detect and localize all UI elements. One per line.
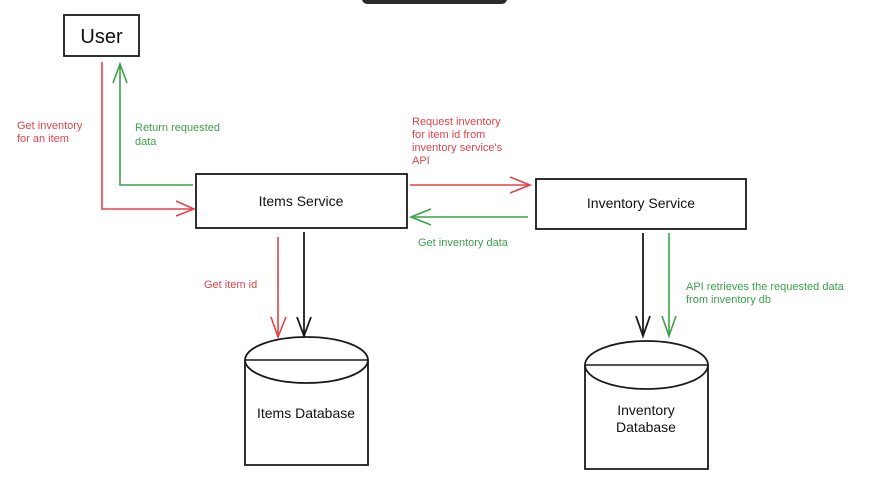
- items-service-box: [195, 173, 408, 229]
- node-inventory-database[interactable]: Inventory Database: [584, 340, 709, 470]
- edge-label-line: Get inventory: [17, 120, 83, 132]
- edge-user-to-items-service: Get inventory for an item: [17, 62, 197, 217]
- edge-items-to-inventory-service: Request inventory for item id from inven…: [410, 116, 533, 194]
- arrowhead-icon: [296, 316, 312, 339]
- toolbar-edge: [362, 0, 507, 4]
- inventory-database-label-line2: Database: [616, 419, 676, 435]
- arrowhead-icon: [661, 315, 677, 339]
- edge-inventory-service-to-inventory-db: API retrieves the requested data from in…: [635, 233, 845, 339]
- arrowhead-icon: [175, 200, 197, 217]
- edge-label-line: Request inventory: [412, 116, 501, 128]
- edge-label-line: data: [135, 136, 157, 148]
- inventory-db-body: [584, 365, 709, 470]
- node-items-service[interactable]: Items Service: [195, 173, 408, 229]
- node-user[interactable]: User: [63, 14, 140, 57]
- edge-label-line: Get inventory data: [418, 237, 509, 249]
- arrowhead-icon: [635, 315, 651, 339]
- edge-label-line: for an item: [17, 133, 69, 145]
- edge-label-line: from inventory db: [686, 294, 771, 306]
- arrowhead-icon: [270, 316, 287, 340]
- arrowhead-icon: [408, 208, 432, 226]
- arrowhead-icon: [112, 61, 128, 84]
- items-db-body: [244, 360, 369, 466]
- edge-inventory-to-items-service: Get inventory data: [408, 208, 528, 249]
- edge-label-line: API: [412, 155, 430, 167]
- inventory-service-box: [535, 178, 747, 230]
- edge-label-line: for item id from: [412, 129, 485, 141]
- edge-label-line: API retrieves the requested data: [686, 281, 845, 293]
- items-service-label: Items Service: [259, 193, 344, 209]
- edge-items-service-to-items-db: Get item id: [204, 232, 312, 340]
- edge-label-line: Get item id: [204, 279, 257, 291]
- inventory-database-label-line1: Inventory: [617, 402, 675, 418]
- user-box: [63, 14, 140, 57]
- arrowhead-icon: [509, 176, 533, 194]
- edge-label-line: inventory service's: [412, 142, 503, 154]
- response-arrow-line: [119, 64, 193, 186]
- items-database-label: Items Database: [257, 405, 355, 421]
- node-items-database[interactable]: Items Database: [244, 336, 369, 466]
- inventory-service-label: Inventory Service: [587, 195, 695, 211]
- user-label: User: [80, 26, 123, 48]
- edge-items-service-to-user: Return requested data: [112, 61, 220, 186]
- node-inventory-service[interactable]: Inventory Service: [535, 178, 747, 230]
- edge-label-line: Return requested: [135, 122, 220, 134]
- request-arrow-line: [101, 62, 194, 210]
